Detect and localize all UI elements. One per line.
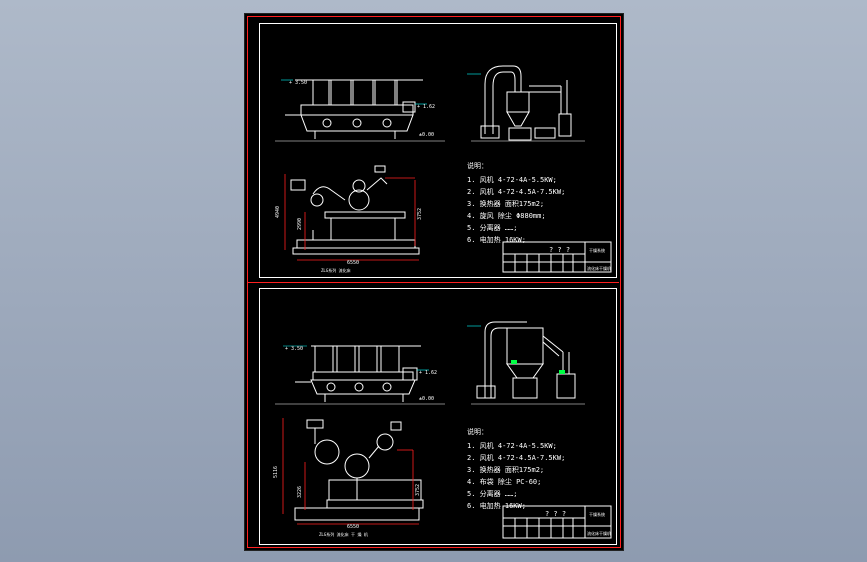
bottom-height-left: + 3.50 — [285, 346, 303, 352]
bottom-tb-name: 干燥系统 — [589, 511, 605, 517]
top-note-6: 6. 电加热 16KW; — [467, 235, 526, 244]
top-inner: 2990 — [297, 218, 303, 230]
top-note-5: 5. 分离器 ……; — [467, 223, 518, 232]
bottom-inner: 3226 — [297, 486, 303, 498]
level-indicator-green-left — [511, 360, 517, 364]
top-notes-title: 说明： — [467, 161, 488, 170]
top-caption: ZLG系列 流化床 — [321, 267, 351, 273]
top-tb-name: 干燥系统 — [589, 247, 605, 253]
bottom-note-2: 2. 风机 4-72-4.5A-7.5KW; — [467, 453, 565, 462]
plan-view-bottom — [294, 419, 424, 521]
top-right: 3752 — [417, 208, 423, 220]
level-indicator-green-right — [559, 370, 565, 374]
top-note-3: 3. 换热器 面积175m2; — [467, 199, 544, 208]
bottom-note-4: 4. 布袋 除尘 PC-60; — [467, 477, 541, 486]
bottom-caption: ZLG系列 流化床 干 燥 机 — [319, 531, 368, 537]
dryer-elevation-top — [285, 79, 423, 139]
panel-bottom-drawing — [275, 321, 612, 539]
bottom-note-5: 5. 分离器 ……; — [467, 489, 518, 498]
bottom-right: 3752 — [415, 484, 421, 496]
bottom-note-3: 3. 换热器 面积175m2; — [467, 465, 544, 474]
top-tb-drawing: 流化床干燥机 — [587, 265, 611, 271]
bottom-mid-mark: + 1.62 — [419, 370, 437, 376]
top-height-left: + 3.50 — [289, 80, 307, 86]
top-note-2: 2. 风机 4-72-4.5A-7.5KW; — [467, 187, 565, 196]
top-note-4: 4. 旋风 除尘 Φ880mm; — [467, 211, 546, 220]
title-block-top — [502, 241, 612, 273]
panel-top — [259, 23, 617, 278]
bottom-tb-drawing: 流化床干燥机 — [587, 530, 611, 536]
sheet-divider-red — [247, 282, 619, 283]
panel-top-text: + 3.50 + 1.62 ±0.00 4940 2990 3752 6550 … — [275, 80, 611, 273]
bottom-note-1: 1. 风机 4-72-4A-5.5KW; — [467, 441, 557, 450]
bottom-note-6: 6. 电加热 16KW; — [467, 501, 526, 510]
panel-bottom — [259, 288, 617, 545]
title-block-bottom — [502, 505, 612, 539]
top-note-1: 1. 风机 4-72-4A-5.5KW; — [467, 175, 557, 184]
top-ground: ±0.00 — [419, 132, 434, 138]
top-mid-mark: + 1.62 — [417, 104, 435, 110]
baghouse-elevation-bottom — [471, 321, 585, 405]
top-bottom: 6550 — [347, 260, 359, 266]
bottom-vertical-left: 5116 — [273, 466, 279, 478]
cyclone-elevation-top — [471, 65, 585, 142]
plan-view-top — [290, 165, 420, 255]
bottom-ground: ±0.00 — [419, 396, 434, 402]
bottom-bottom: 6550 — [347, 524, 359, 530]
top-vertical-left: 4940 — [275, 206, 281, 218]
bottom-tb-project: ? ? ? — [545, 510, 566, 518]
panel-top-drawing — [275, 65, 612, 273]
bottom-notes-title: 说明： — [467, 427, 488, 436]
top-tb-project: ? ? ? — [549, 246, 570, 254]
panel-bottom-text: + 3.50 + 1.62 ±0.00 5116 3226 3752 6550 … — [273, 346, 611, 537]
dryer-elevation-bottom — [295, 345, 421, 402]
drawing-sheet: + 3.50 + 1.62 ±0.00 4940 2990 3752 6550 … — [244, 13, 624, 551]
